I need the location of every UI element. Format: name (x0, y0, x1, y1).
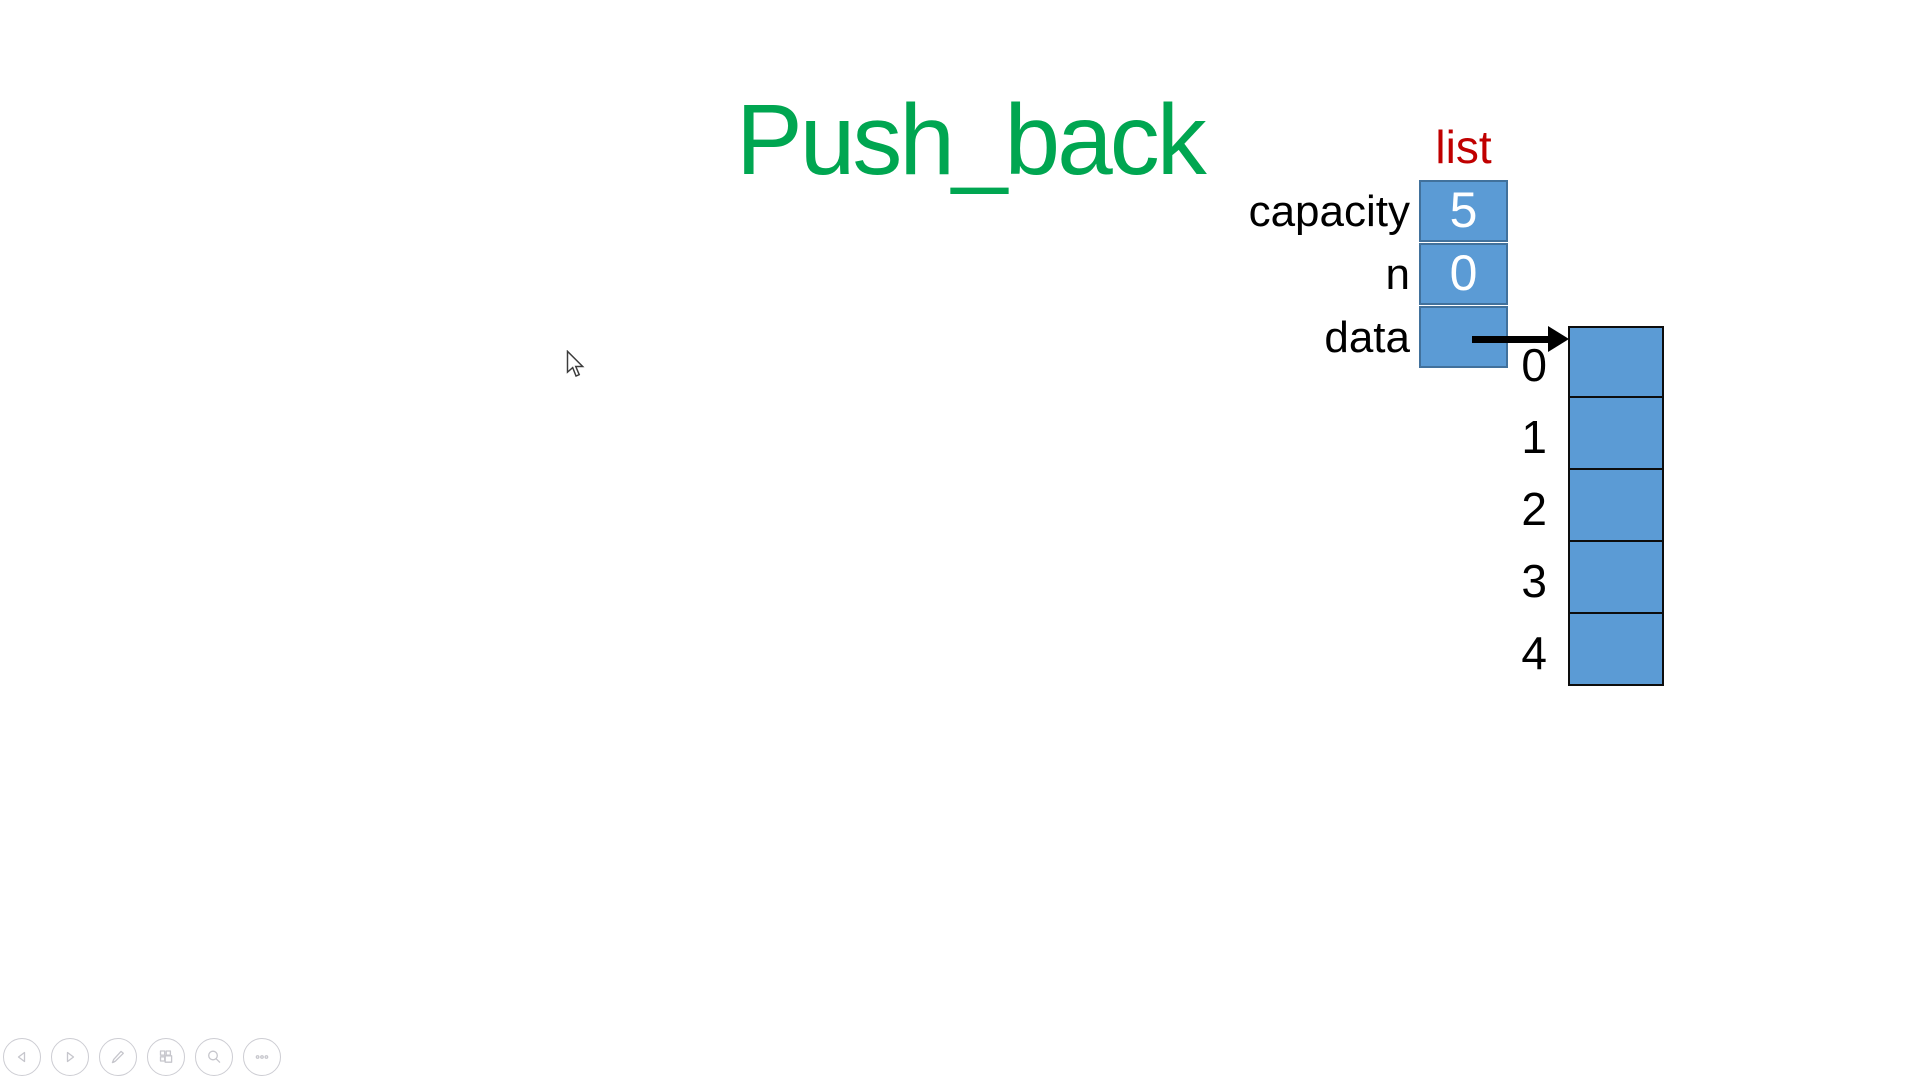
triangle-left-icon (17, 1051, 26, 1063)
zoom-into-slide-button[interactable] (195, 1038, 233, 1076)
field-label-data: data (1324, 313, 1410, 362)
pointer-arrow-head-icon (1548, 326, 1569, 352)
array-cell-1 (1568, 398, 1664, 470)
array-column (1568, 326, 1664, 686)
array-cell-0 (1568, 326, 1664, 398)
triangle-right-icon (66, 1051, 75, 1063)
slide-title: Push_back (736, 84, 1207, 196)
struct-box-column: 5 0 (1419, 180, 1508, 369)
magnifier-icon (208, 1050, 221, 1063)
pen-icon (111, 1050, 124, 1064)
previous-slide-button[interactable] (3, 1038, 41, 1076)
pen-tools-button[interactable] (99, 1038, 137, 1076)
struct-cell-n: 0 (1419, 243, 1508, 305)
field-label-capacity: capacity (1248, 187, 1410, 236)
array-index-3: 3 (1521, 555, 1547, 607)
array-index-1: 1 (1521, 411, 1547, 463)
slides-grid-icon (159, 1050, 173, 1063)
array-cell-2 (1568, 470, 1664, 542)
array-index-4: 4 (1521, 627, 1547, 679)
array-cell-3 (1568, 542, 1664, 614)
struct-cell-capacity: 5 (1419, 180, 1508, 242)
struct-name-label: list (1435, 121, 1492, 173)
mouse-pointer-icon (566, 350, 585, 377)
field-label-n: n (1385, 250, 1410, 299)
array-cell-4 (1568, 614, 1664, 686)
pointer-arrow-shaft (1472, 336, 1552, 343)
array-index-0: 0 (1521, 339, 1547, 391)
array-index-2: 2 (1521, 483, 1547, 535)
ellipsis-icon (255, 1055, 269, 1059)
next-slide-button[interactable] (51, 1038, 89, 1076)
more-options-button[interactable] (243, 1038, 281, 1076)
presenter-toolbar (3, 1038, 281, 1076)
see-all-slides-button[interactable] (147, 1038, 185, 1076)
